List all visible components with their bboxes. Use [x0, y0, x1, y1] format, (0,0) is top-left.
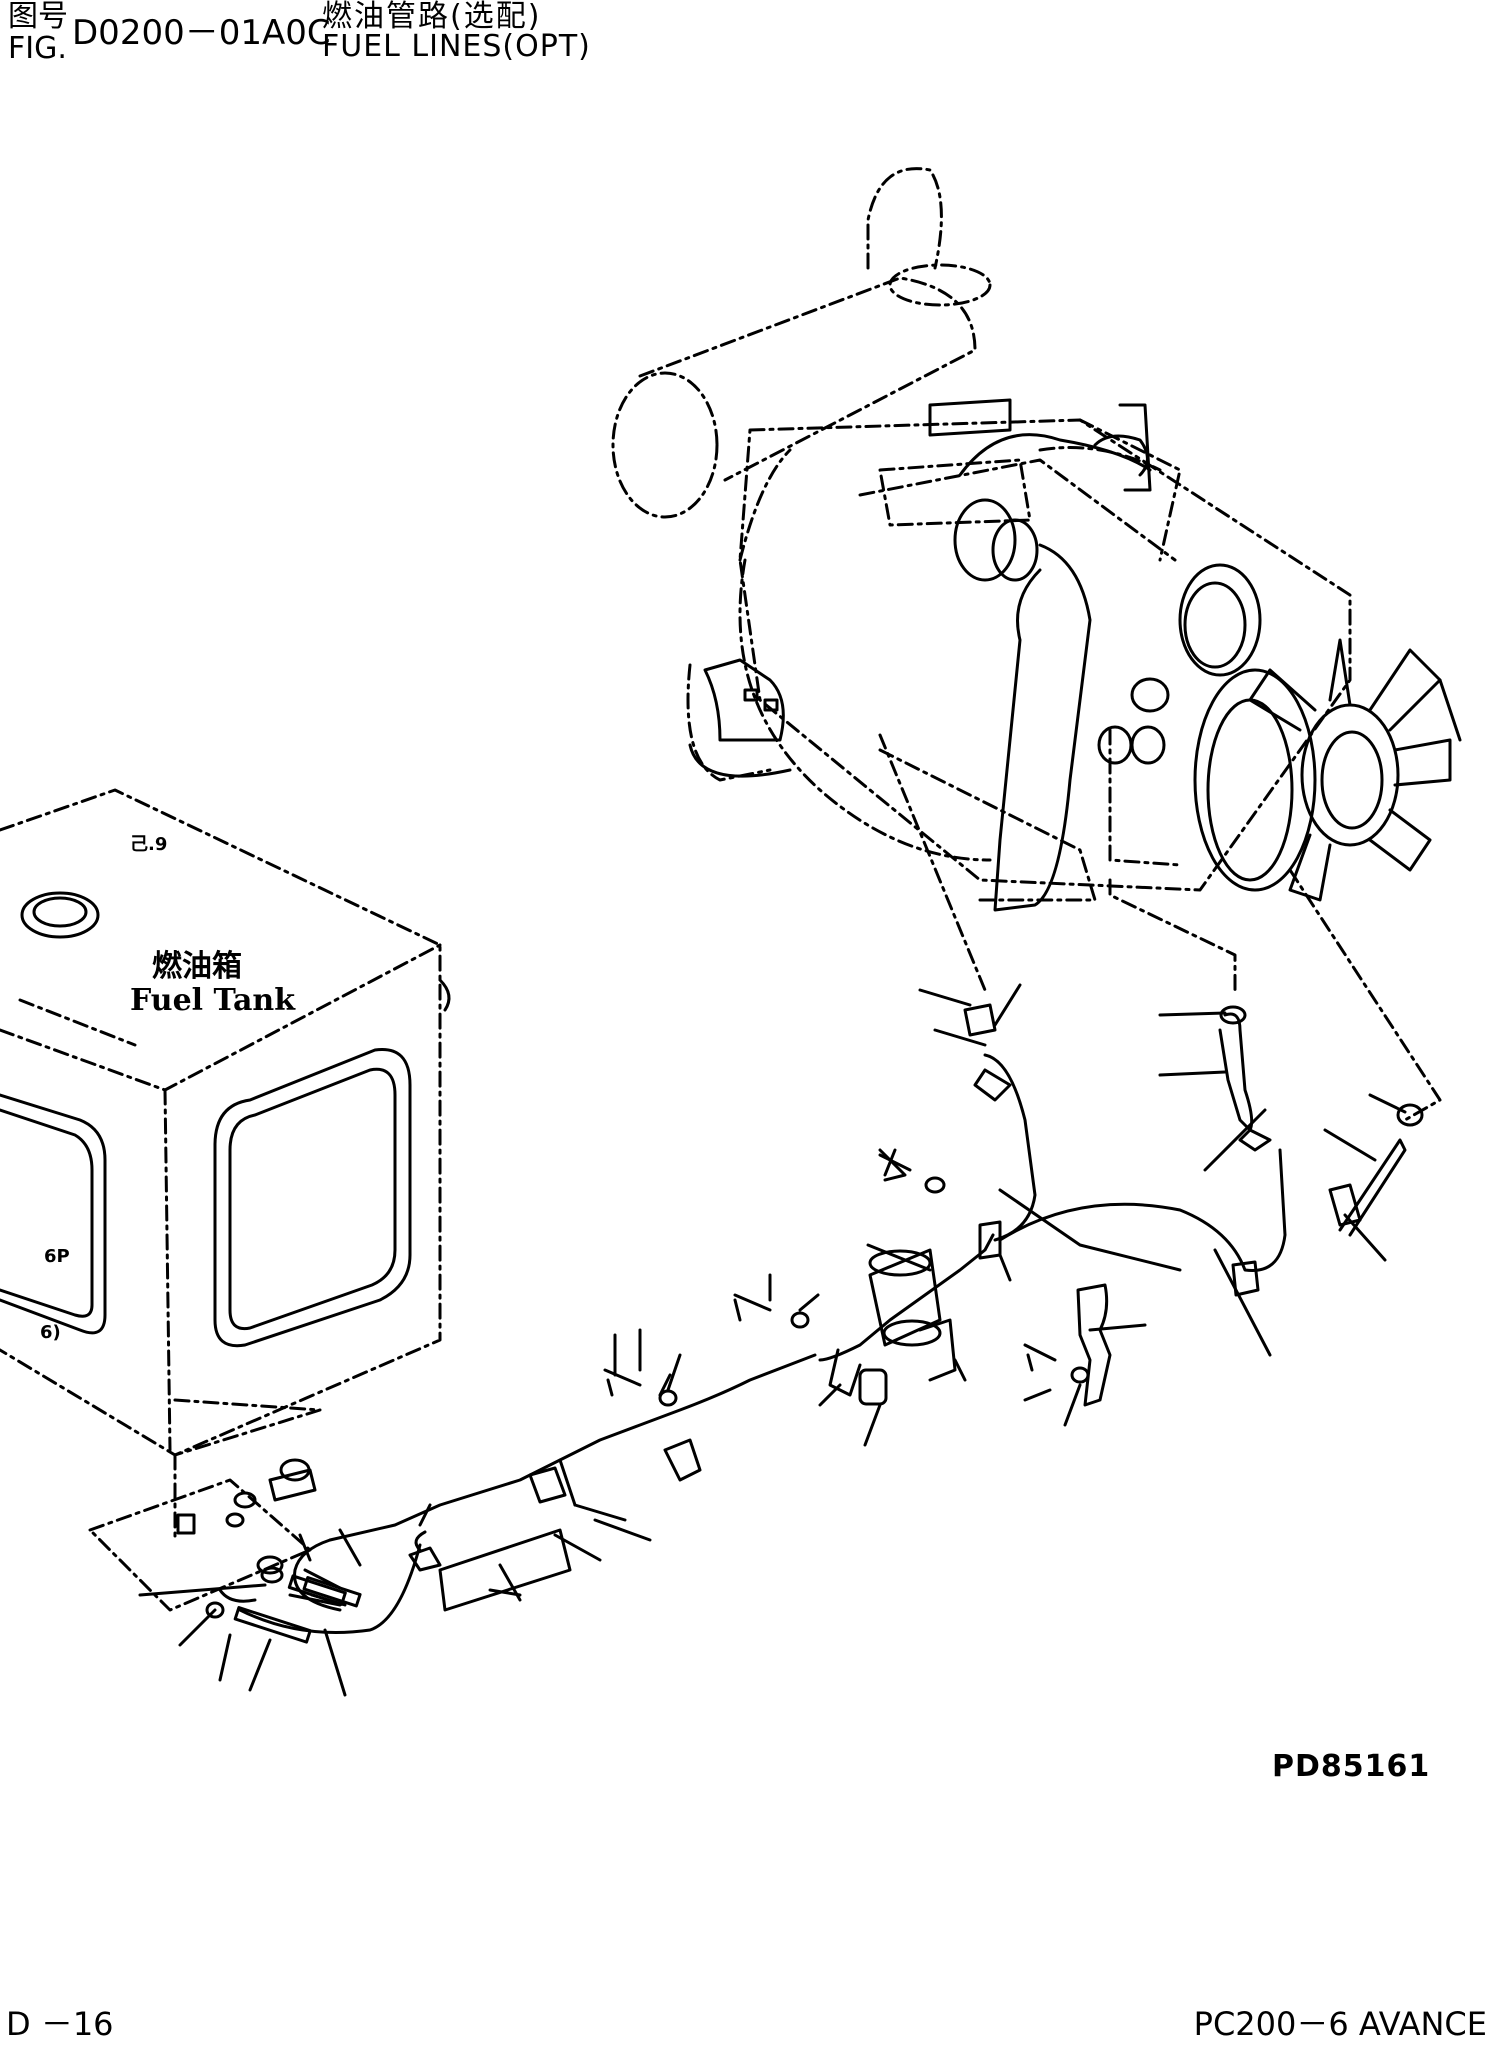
fig-label-en: FIG. — [8, 31, 67, 66]
engine-details — [688, 398, 1462, 912]
tank-mark-3: 6) — [40, 1322, 61, 1343]
tank-label-cn: 燃油箱 — [152, 949, 242, 984]
tank-mark-2: 6P — [44, 1246, 70, 1267]
drawing-ref-code: PD85161 — [1272, 1749, 1431, 1784]
fig-label-cn: 图号 — [8, 0, 68, 34]
fuel-line-route — [218, 1053, 1287, 1634]
clamps — [408, 1003, 1424, 1612]
title-cn: 燃油管路(选配) — [322, 0, 542, 34]
fuel-tank-panels — [0, 891, 451, 1348]
tank-mark-1: 己.9 — [130, 834, 167, 855]
fuel-filter — [828, 1248, 957, 1406]
page-number: D －16 — [6, 2005, 114, 2043]
bolts-washers — [176, 1148, 1090, 1644]
model-name: PC200－6 AVANCE — [1193, 2005, 1487, 2043]
tank-label-en: Fuel Tank — [130, 983, 296, 1018]
title-en: FUEL LINES(OPT) — [322, 29, 591, 64]
fig-code: D0200－01A0C — [72, 13, 331, 53]
fuel-tank-outline — [0, 788, 442, 1612]
engine-outline — [611, 167, 1442, 1122]
leader-lines — [138, 983, 1407, 1697]
